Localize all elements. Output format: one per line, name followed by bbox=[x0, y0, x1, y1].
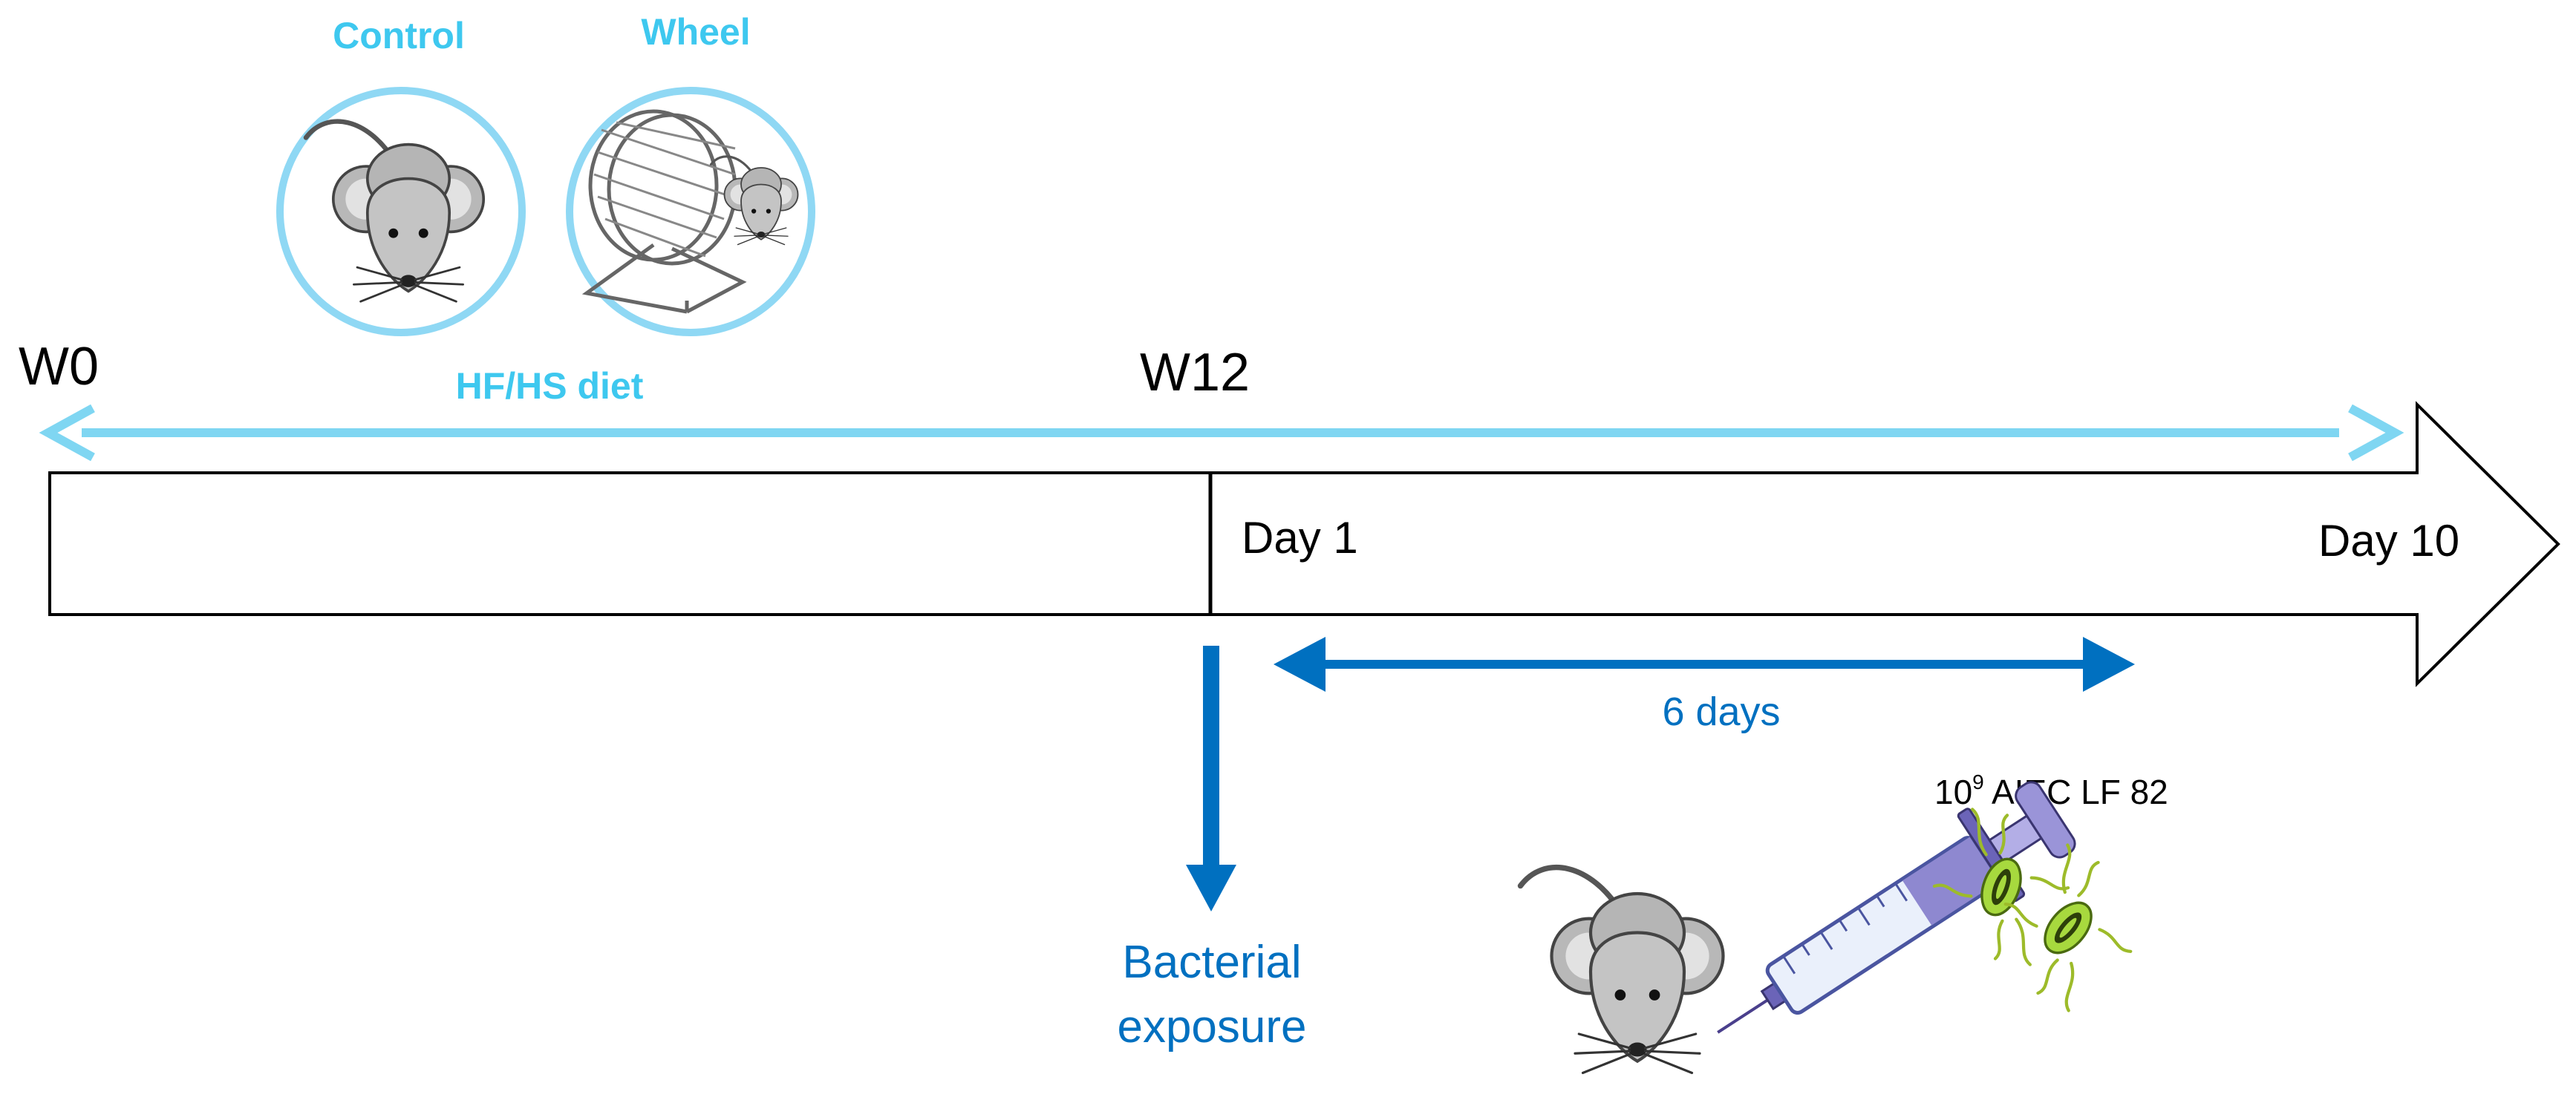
w0-label: W0 bbox=[19, 337, 99, 396]
gavage-mouse-icon bbox=[1521, 868, 1724, 1073]
mouse-on-wheel-icon bbox=[581, 109, 800, 314]
bacterial-exposure-arrow bbox=[1186, 646, 1236, 911]
bacterial-exposure-line1: Bacterial bbox=[1122, 937, 1301, 988]
timeline-arrow bbox=[48, 401, 2560, 687]
six-days-arrow bbox=[1274, 637, 2135, 692]
wheel-label: Wheel bbox=[641, 11, 750, 53]
bacterial-exposure-line2: exposure bbox=[1117, 1001, 1306, 1052]
gavage-dose-label: 109 AIEC LF 82 bbox=[1934, 770, 2168, 811]
wheel-circle bbox=[566, 87, 815, 336]
w12-label: W12 bbox=[1140, 343, 1250, 402]
day1-label: Day 1 bbox=[1242, 513, 1358, 563]
diet-duration-arrow bbox=[39, 404, 2404, 462]
control-group: Control bbox=[276, 15, 526, 336]
syringe-icon bbox=[1717, 781, 2076, 1034]
day10-label: Day 10 bbox=[2318, 516, 2459, 566]
wheel-group: Wheel bbox=[566, 11, 815, 336]
control-label: Control bbox=[333, 15, 465, 56]
gavage-dose-base: 10 bbox=[1934, 773, 1972, 811]
six-days-label: 6 days bbox=[1662, 690, 1780, 734]
diet-label: HF/HS diet bbox=[456, 365, 644, 407]
gavage-dose-exponent: 9 bbox=[1972, 770, 1984, 793]
gavage-dose-rest: AIEC LF 82 bbox=[1984, 773, 2168, 811]
